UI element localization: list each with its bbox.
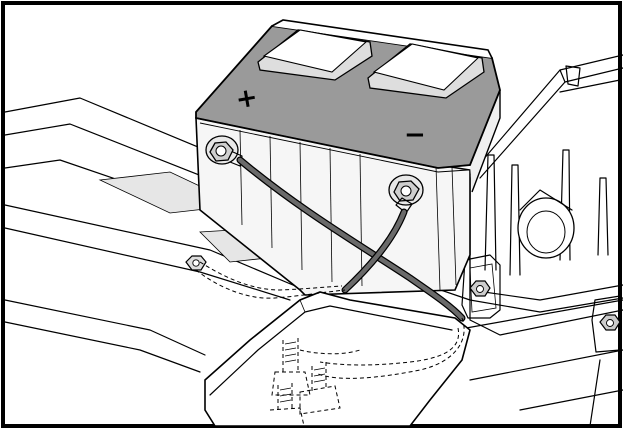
terminal-box-cover [204, 291, 471, 427]
vent-cap-right [367, 43, 485, 99]
rail-bolt [185, 255, 207, 271]
positive-mark: + [233, 82, 260, 115]
hold-down-clamp-left [461, 254, 501, 319]
battery: + − [195, 19, 501, 296]
positive-terminal [205, 135, 243, 167]
negative-mark: − [404, 120, 426, 150]
hidden-terminal-studs [269, 338, 341, 427]
vent-cap-left [257, 29, 373, 81]
hidden-wiring [195, 261, 465, 379]
hold-down-clamp-right [591, 295, 621, 353]
negative-terminal [388, 174, 424, 214]
battery-cables [236, 156, 466, 322]
